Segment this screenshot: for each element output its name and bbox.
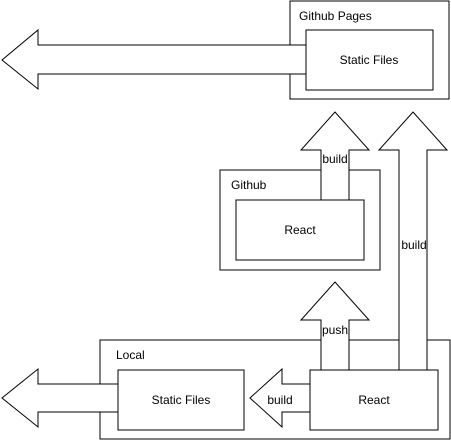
github-title: Github [231,178,267,192]
local-to-pages-label: build [401,238,426,252]
react-to-static-label: build [267,393,292,407]
local-title: Local [116,348,145,362]
local-output-arrow [1,367,119,429]
pages-static-files-label: Static Files [340,53,399,67]
local-react-label: React [358,393,390,407]
github-pages-title: Github Pages [299,9,372,23]
local-static-files-box [117,369,245,431]
react-to-static-arrow [249,367,311,429]
github-react-box [235,199,365,261]
github-to-pages-arrow [299,111,371,201]
github-react-label: React [284,223,316,237]
github-to-pages-label: build [322,152,347,166]
local-to-pages-arrow [377,111,449,371]
local-static-files-label: Static Files [152,393,211,407]
local-react-box [309,369,439,431]
local-to-github-label: push [322,323,348,337]
pages-output-arrow [1,28,307,91]
pages-static-files-box [305,29,434,91]
local-to-github-arrow [299,281,371,371]
